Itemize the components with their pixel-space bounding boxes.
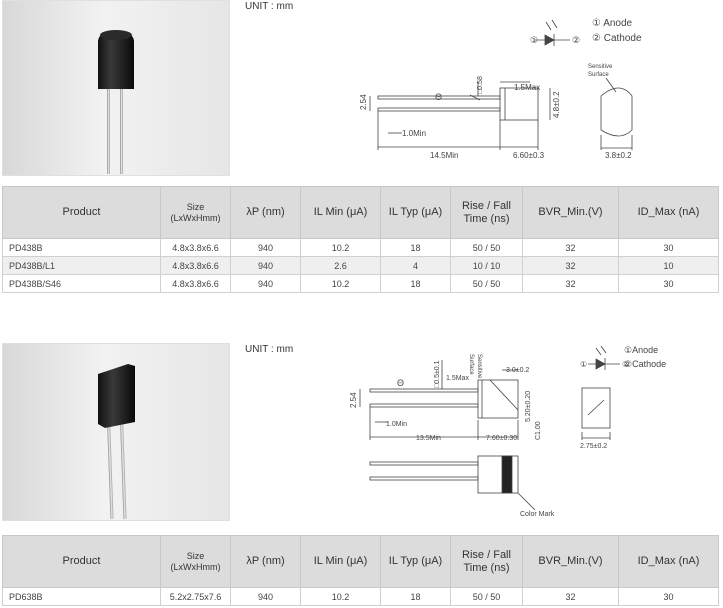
cell-size: 5.2x2.75x7.6 — [160, 587, 231, 606]
sensitive-surface-label-line2: Surface — [588, 72, 609, 78]
header-rise-fall: Rise / Fall Time (ns) — [450, 186, 523, 239]
pin2-label: ② Cathode — [592, 33, 642, 44]
table-row: PD638B 5.2x2.75x7.6 940 10.2 18 50 / 50 … — [2, 587, 719, 606]
header-rise-fall: Rise / Fall Time (ns) — [450, 535, 523, 588]
sensitive-surface-label-line1: Sensitive — [588, 64, 613, 70]
photodiode-symbol-icon — [588, 345, 620, 370]
cell-il-typ: 4 — [380, 256, 451, 275]
dim-14-5min: 14.5Min — [430, 151, 458, 160]
dim-c1-00: C1.00 — [535, 421, 542, 440]
table-row: PD438B/S46 4.8x3.8x6.6 940 10.2 18 50 / … — [2, 274, 719, 293]
dim-2-75: 2.75±0.2 — [580, 443, 607, 450]
cell-size: 4.8x3.8x6.6 — [160, 256, 231, 275]
dim-6-60: 6.60±0.3 — [513, 151, 545, 160]
product-photo-pd638b — [2, 343, 230, 521]
dimension-drawing-pd438b: ① ② ① Anode ② Cathode 2.54 1.0Min 14.5Mi… — [330, 10, 660, 160]
pin1-label: ①Anode — [624, 345, 658, 355]
photodiode-pd638b-image — [98, 364, 135, 519]
unit-label: UNIT : mm — [245, 1, 294, 12]
header-il-typ: IL Typ (μA) — [380, 186, 451, 239]
cell-bvr-min: 32 — [522, 256, 619, 275]
cell-il-min: 10.2 — [300, 587, 381, 606]
header-product: Product — [2, 186, 161, 239]
header-bvr-min: BVR_Min.(V) — [522, 186, 619, 239]
cell-size: 4.8x3.8x6.6 — [160, 238, 231, 257]
cell-wavelength: 940 — [230, 587, 301, 606]
spec-table-pd438b: Product Size (LxWxHmm) λP (nm) IL Min (μ… — [2, 186, 719, 293]
unit-label: UNIT : mm — [245, 344, 294, 355]
dim-0-5: □0.5±0.1 — [434, 360, 441, 388]
dim-2-54: 2.54 — [349, 392, 358, 408]
dim-4-8: 4.8±0.2 — [552, 91, 561, 118]
dim-5-20: 5.20±0.20 — [525, 391, 532, 422]
spec-table-pd638b: Product Size (LxWxHmm) λP (nm) IL Min (μ… — [2, 535, 719, 606]
sensitive-surface-label-line2: Surface — [468, 354, 474, 375]
theta-mark: Θ — [435, 92, 442, 102]
cell-id-max: 30 — [618, 587, 719, 606]
cell-id-max: 30 — [618, 238, 719, 257]
header-il-typ: IL Typ (μA) — [380, 535, 451, 588]
cell-bvr-min: 32 — [522, 587, 619, 606]
cell-size: 4.8x3.8x6.6 — [160, 274, 231, 293]
cell-il-typ: 18 — [380, 274, 451, 293]
cell-rise-fall: 50 / 50 — [450, 587, 523, 606]
product-photo-pd438b — [2, 0, 230, 176]
dim-1-5max: 1.5Max — [446, 375, 469, 382]
header-bvr-min: BVR_Min.(V) — [522, 535, 619, 588]
dim-3-0: 3.0±0.2 — [506, 367, 529, 374]
photodiode-pd438b-image — [98, 30, 134, 174]
table-header-row: Product Size (LxWxHmm) λP (nm) IL Min (μ… — [2, 186, 719, 239]
cell-il-min: 2.6 — [300, 256, 381, 275]
photodiode-symbol-icon — [535, 19, 570, 46]
header-wavelength: λP (nm) — [230, 186, 301, 239]
dimension-drawing-pd638b: ① ② ①Anode ②Cathode 2.54 1.0Min 13.5Min … — [330, 340, 700, 520]
cell-wavelength: 940 — [230, 256, 301, 275]
dim-1-0min: 1.0Min — [402, 129, 426, 138]
header-size: Size (LxWxHmm) — [160, 186, 231, 239]
header-product: Product — [2, 535, 161, 588]
header-id-max: ID_Max (nA) — [618, 535, 719, 588]
table-row: PD438B/L1 4.8x3.8x6.6 940 2.6 4 10 / 10 … — [2, 256, 719, 275]
cell-product: PD438B/S46 — [2, 274, 161, 293]
table-header-row: Product Size (LxWxHmm) λP (nm) IL Min (μ… — [2, 535, 719, 588]
cell-rise-fall: 50 / 50 — [450, 238, 523, 257]
sensitive-surface-label-line1: Sensitive — [476, 354, 482, 379]
dim-13-5min: 13.5Min — [416, 435, 441, 442]
cell-id-max: 10 — [618, 256, 719, 275]
cell-il-min: 10.2 — [300, 274, 381, 293]
table-row: PD438B 4.8x3.8x6.6 940 10.2 18 50 / 50 3… — [2, 238, 719, 257]
cell-wavelength: 940 — [230, 274, 301, 293]
dim-3-8: 3.8±0.2 — [605, 151, 632, 160]
color-mark-label: Color Mark — [520, 511, 555, 518]
cell-bvr-min: 32 — [522, 274, 619, 293]
pin2-mark: ② — [622, 360, 629, 369]
header-size: Size (LxWxHmm) — [160, 535, 231, 588]
pin2-label: ②Cathode — [624, 359, 666, 369]
cell-wavelength: 940 — [230, 238, 301, 257]
header-il-min: IL Min (μA) — [300, 535, 381, 588]
header-il-min: IL Min (μA) — [300, 186, 381, 239]
theta-mark: Θ — [397, 378, 404, 388]
cell-product: PD438B — [2, 238, 161, 257]
header-wavelength: λP (nm) — [230, 535, 301, 588]
dim-2-54: 2.54 — [359, 94, 368, 110]
cell-id-max: 30 — [618, 274, 719, 293]
dim-7-60: 7.60±0.30 — [486, 435, 517, 442]
cell-il-typ: 18 — [380, 238, 451, 257]
pin1-mark: ① — [580, 360, 587, 369]
dim-1-0min: 1.0Min — [386, 421, 407, 428]
dim-0-58: □0.58 — [477, 76, 484, 94]
cell-il-min: 10.2 — [300, 238, 381, 257]
cell-product: PD638B — [2, 587, 161, 606]
pin1-label: ① Anode — [592, 18, 633, 29]
cell-il-typ: 18 — [380, 587, 451, 606]
cell-rise-fall: 10 / 10 — [450, 256, 523, 275]
pin2-mark: ② — [572, 35, 580, 45]
header-id-max: ID_Max (nA) — [618, 186, 719, 239]
pin1-mark: ① — [530, 35, 538, 45]
cell-product: PD438B/L1 — [2, 256, 161, 275]
dim-1-5max: 1.5Max — [514, 83, 540, 92]
cell-rise-fall: 50 / 50 — [450, 274, 523, 293]
cell-bvr-min: 32 — [522, 238, 619, 257]
